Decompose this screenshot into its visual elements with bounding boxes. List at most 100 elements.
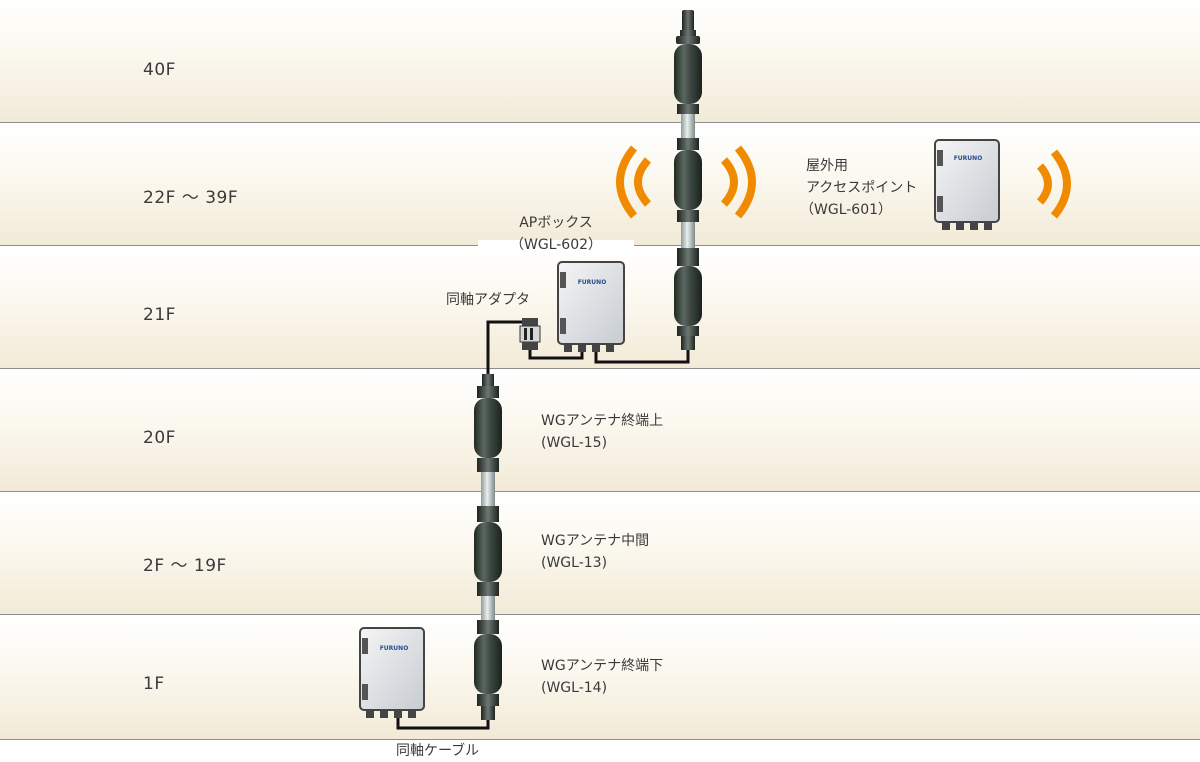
signal-wave-arc xyxy=(634,157,652,207)
antenna-segment xyxy=(674,150,702,210)
signal-waves-upper xyxy=(616,145,756,219)
lower-antenna xyxy=(474,374,502,720)
antenna-joint xyxy=(677,138,699,150)
signal-wave-arc xyxy=(734,145,756,219)
signal-wave-arc xyxy=(616,145,638,219)
antenna-segment xyxy=(674,44,702,104)
adapter-stripe xyxy=(524,328,527,340)
antenna-metal-pipe xyxy=(681,114,695,138)
floor-band-1f xyxy=(0,615,1200,740)
antenna-segment xyxy=(674,266,702,326)
antenna-segment xyxy=(474,398,502,458)
floor-band-20f xyxy=(0,369,1200,492)
antenna-segment xyxy=(474,522,502,582)
floor-band-2-19f xyxy=(0,492,1200,615)
floor-label-20f: 20F xyxy=(143,428,176,448)
hinge xyxy=(560,318,566,334)
ap-box-label-line2: （WGL-602） xyxy=(509,237,603,253)
hinge xyxy=(937,150,943,166)
floor-band-40f xyxy=(0,0,1200,123)
connector xyxy=(956,222,964,230)
coax-adapter xyxy=(519,318,541,350)
connector xyxy=(984,222,992,230)
antenna-joint xyxy=(477,506,499,522)
ap-box-case xyxy=(557,261,625,345)
antenna-joint xyxy=(677,326,699,336)
connector xyxy=(970,222,978,230)
connector xyxy=(408,710,416,718)
connector xyxy=(578,344,586,352)
signal-wave-arc xyxy=(1036,163,1052,205)
label-background xyxy=(478,240,634,250)
antenna-bottom-connector xyxy=(681,336,695,350)
antenna-metal-pipe xyxy=(681,222,695,248)
outdoor-ap-case xyxy=(934,139,1000,223)
connector xyxy=(592,344,600,352)
antenna-joint xyxy=(677,210,699,222)
adapter-cap xyxy=(522,318,538,326)
antenna-top-connector xyxy=(682,10,694,32)
hinge xyxy=(362,684,368,700)
signal-wave-arc xyxy=(1050,149,1071,219)
ap-box-label-line1: APボックス xyxy=(519,215,593,231)
outdoor-ap-label: 屋外用 アクセスポイント （WGL-601） xyxy=(800,155,918,221)
antenna-joint xyxy=(680,30,696,36)
outdoor-ap-label-line3: （WGL-601） xyxy=(800,202,893,218)
hinge xyxy=(937,196,943,212)
antenna-joint xyxy=(477,694,499,706)
antenna-mid-label: WGアンテナ中間 (WGL-13) xyxy=(541,530,649,574)
antenna-joint xyxy=(477,620,499,634)
coax-cable-ground xyxy=(396,718,490,730)
antenna-top-connector xyxy=(482,374,494,386)
coax-adapter-label: 同軸アダプタ xyxy=(446,292,530,308)
adapter-stripe xyxy=(530,328,533,340)
floor-label-22-39f: 22F ～ 39F xyxy=(143,188,239,208)
connector xyxy=(366,710,374,718)
antenna-joint xyxy=(677,248,699,266)
antenna-joint xyxy=(676,36,700,44)
antenna-top-label-line2: (WGL-15) xyxy=(541,435,608,451)
floor-label-2-19f: 2F ～ 19F xyxy=(143,556,227,576)
connector xyxy=(942,222,950,230)
antenna-top-label: WGアンテナ終端上 (WGL-15) xyxy=(541,410,663,454)
antenna-joint xyxy=(477,458,499,472)
ap-box: FURUNO xyxy=(557,261,625,352)
antenna-bottom-connector xyxy=(481,706,495,720)
connector xyxy=(606,344,614,352)
hinge xyxy=(560,272,566,288)
antenna-mid-label-line1: WGアンテナ中間 xyxy=(541,533,650,549)
antenna-bottom-label: WGアンテナ終端下 (WGL-14) xyxy=(541,655,663,699)
ground-ap-case xyxy=(359,627,425,711)
ap-box-label: APボックス （WGL-602） xyxy=(496,212,616,256)
floor-label-1f: 1F xyxy=(143,674,165,694)
antenna-mid-label-line2: (WGL-13) xyxy=(541,555,608,571)
outdoor-ap-label-line1: 屋外用 xyxy=(806,158,848,174)
hinge xyxy=(362,638,368,654)
brand-logo: FURUNO xyxy=(380,645,409,652)
antenna-joint xyxy=(477,386,499,398)
connector xyxy=(380,710,388,718)
signal-wave-arc xyxy=(720,157,738,207)
antenna-segment xyxy=(474,634,502,694)
connector xyxy=(394,710,402,718)
coax-cable-label: 同軸ケーブル xyxy=(396,743,480,759)
antenna-joint xyxy=(677,104,699,114)
adapter-cap xyxy=(522,342,538,350)
brand-logo: FURUNO xyxy=(954,155,983,162)
connector xyxy=(564,344,572,352)
floor-label-21f: 21F xyxy=(143,305,176,325)
antenna-joint xyxy=(477,582,499,596)
outdoor-access-point: FURUNO xyxy=(934,139,1000,230)
antenna-metal-pipe xyxy=(481,596,495,620)
antenna-bottom-label-line1: WGアンテナ終端下 xyxy=(541,658,664,674)
antenna-top-label-line1: WGアンテナ終端上 xyxy=(541,413,664,429)
outdoor-ap-label-line2: アクセスポイント xyxy=(806,180,918,196)
ground-access-point: FURUNO xyxy=(359,627,425,718)
signal-waves-outdoor xyxy=(1036,149,1071,219)
brand-logo: FURUNO xyxy=(578,279,607,286)
floor-label-40f: 40F xyxy=(143,60,176,80)
upper-antenna xyxy=(674,10,702,350)
antenna-metal-pipe xyxy=(481,472,495,506)
antenna-bottom-label-line2: (WGL-14) xyxy=(541,680,608,696)
